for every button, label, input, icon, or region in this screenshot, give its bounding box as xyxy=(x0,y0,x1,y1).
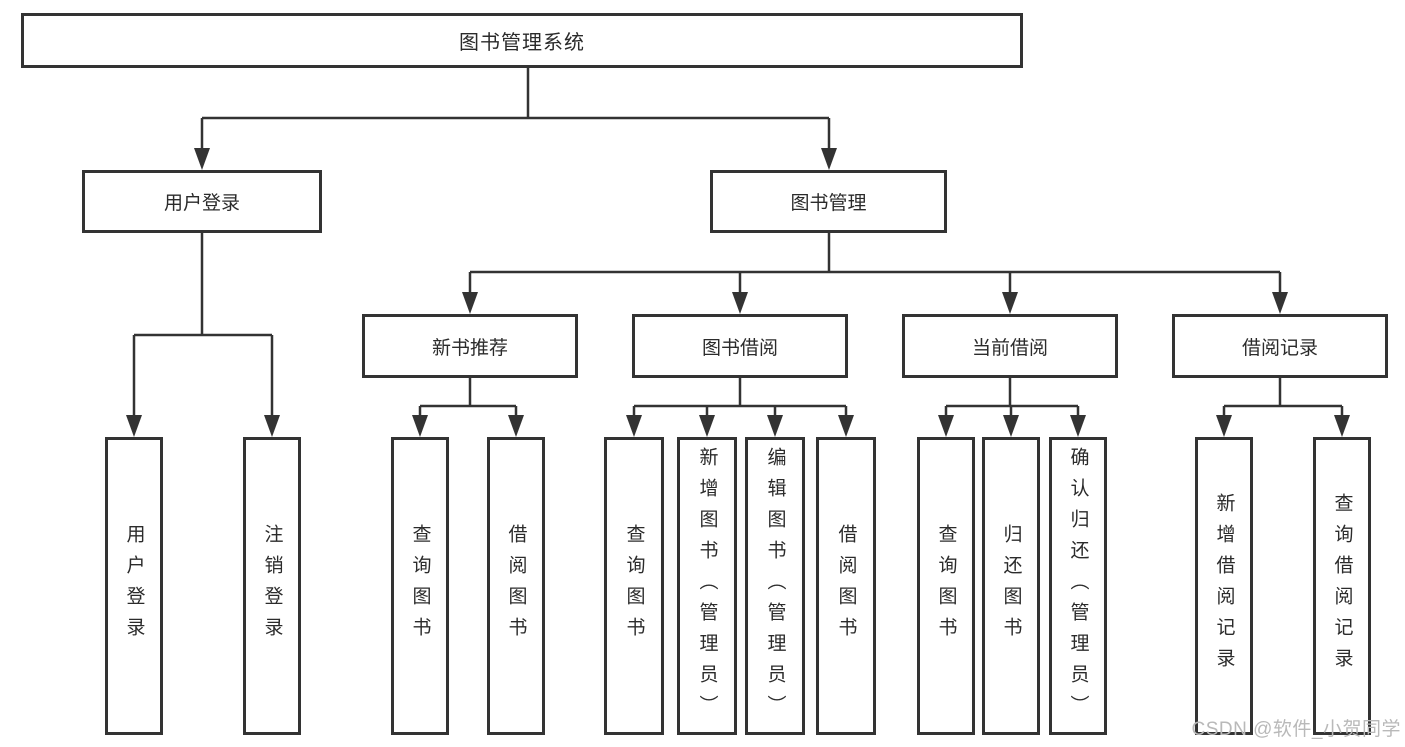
node-current-borrow: 当前借阅 xyxy=(902,314,1118,378)
node-book-borrow: 图书借阅 xyxy=(632,314,848,378)
node-book-management: 图书管理 xyxy=(710,170,947,233)
leaf-edit-book-admin: 编辑图书（管理员） xyxy=(745,437,805,735)
node-new-book-recommend: 新书推荐 xyxy=(362,314,578,378)
node-user-login: 用户登录 xyxy=(82,170,322,233)
leaf-query-borrow-record: 查询借阅记录 xyxy=(1313,437,1371,735)
leaf-query-book-current: 查询图书 xyxy=(917,437,975,735)
leaf-borrow-book-recommend: 借阅图书 xyxy=(487,437,545,735)
leaf-add-borrow-record: 新增借阅记录 xyxy=(1195,437,1253,735)
leaf-logout: 注销登录 xyxy=(243,437,301,735)
leaf-add-book-admin: 新增图书（管理员） xyxy=(677,437,737,735)
leaf-user-login: 用户登录 xyxy=(105,437,163,735)
node-borrow-record: 借阅记录 xyxy=(1172,314,1388,378)
leaf-query-book-recommend: 查询图书 xyxy=(391,437,449,735)
leaf-confirm-return-admin: 确认归还（管理员） xyxy=(1049,437,1107,735)
node-root-library-system: 图书管理系统 xyxy=(21,13,1023,68)
leaf-query-book-borrow: 查询图书 xyxy=(604,437,664,735)
csdn-watermark: CSDN @软件_小贺同学 xyxy=(1191,719,1401,740)
leaf-borrow-book: 借阅图书 xyxy=(816,437,876,735)
leaf-return-book: 归还图书 xyxy=(982,437,1040,735)
